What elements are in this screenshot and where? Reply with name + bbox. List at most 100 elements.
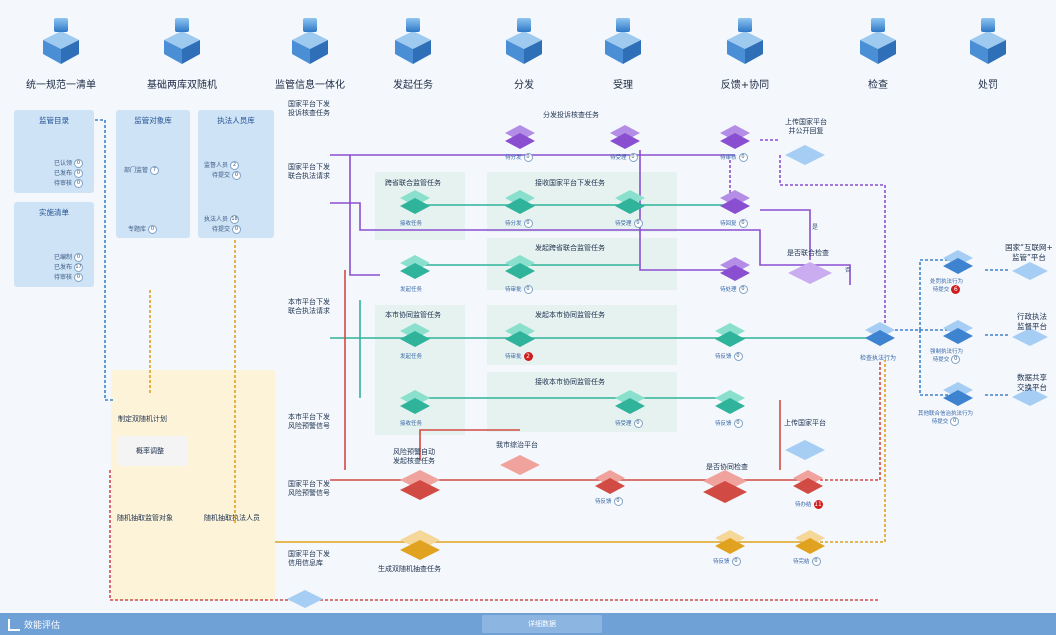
draw-staff-label: 随机抽取执法人员 [204, 514, 260, 522]
stage-icon-4 [395, 18, 431, 64]
header-upload-public: 上传国家平台 并公开回复 [785, 118, 827, 135]
source-4: 本市平台下发 风险预警信号 [288, 413, 330, 430]
source-5: 国家平台下发 风险预警信号 [288, 480, 330, 497]
stage-icon-6 [605, 18, 641, 64]
header-inspect: 检查执法行为 [860, 355, 897, 362]
header-launch-cross: 发起跨省联合监管任务 [535, 244, 605, 252]
stage-icon-1 [43, 18, 79, 64]
stage-icon-3 [292, 18, 328, 64]
yes-marker: 是 [812, 224, 819, 231]
orange-nodes [400, 530, 825, 560]
stage-icons [43, 18, 1006, 64]
source-3: 本市平台下发 联合执法请求 [288, 298, 330, 315]
header-upload-national: 上传国家平台 [784, 419, 826, 427]
header-cross-province: 跨省联合监管任务 [385, 179, 441, 187]
header-coop-check: 是否协同检查 [706, 463, 748, 471]
plan-label: 制定双随机计划 [118, 415, 167, 423]
receive-city-panel [487, 372, 677, 432]
header-risk-auto: 风险预警自动 发起核查任务 [393, 448, 435, 465]
stage-icon-7 [727, 18, 763, 64]
stage-label-3: 监管信息一体化 [275, 80, 345, 91]
source-2: 国家平台下发 联合执法请求 [288, 163, 330, 180]
source-1: 国家平台下发 投诉核查任务 [288, 100, 330, 117]
directory-title: 监管目录 [39, 116, 69, 125]
stage-label-7: 反馈+协同 [720, 80, 770, 91]
blue-nodes [287, 145, 1048, 608]
source-6: 国家平台下发 信用信息库 [288, 550, 330, 567]
header-joint-check: 是否联合检查 [787, 249, 829, 257]
objects-title: 监管对象库 [134, 116, 172, 125]
node-receive-task[interactable]: 接收任务 [400, 221, 423, 227]
header-gen-random: 生成双随机抽查任务 [378, 565, 441, 573]
header-city-platform: 我市综治平台 [496, 441, 538, 449]
teal-nodes [400, 190, 745, 414]
detail-button[interactable]: 详细数据 [482, 615, 602, 633]
header-launch-city: 发起本市协同监管任务 [535, 311, 605, 319]
stage-icon-9 [970, 18, 1006, 64]
node-receive-task2[interactable]: 接收任务 [400, 421, 423, 427]
platform-law-enforcement[interactable]: 行政执法 监督平台 [1017, 312, 1047, 331]
header-receive-national: 接收国家平台下发任务 [535, 179, 605, 187]
node-launch-task2[interactable]: 发起任务 [400, 354, 423, 360]
header-receive-city: 接收本市协同监管任务 [535, 378, 605, 386]
header-dispatch-complaint: 分发投诉核查任务 [543, 111, 599, 119]
personnel-title: 执法人员库 [217, 116, 255, 125]
node-launch-task[interactable]: 发起任务 [400, 287, 423, 293]
random-zone [111, 370, 275, 600]
stage-label-5: 分发 [514, 80, 534, 91]
stage-label-9: 处罚 [978, 80, 998, 91]
prob-box[interactable] [118, 436, 188, 466]
bottom-title: 效能评估 [24, 621, 61, 631]
chart-icon [8, 619, 20, 631]
stage-label-2: 基础两库双随机 [147, 80, 217, 91]
stage-icon-2 [164, 18, 200, 64]
platform-internet-plus[interactable]: 国家“互联网+ 监管”平台 [1005, 243, 1053, 262]
red-nodes [400, 470, 823, 503]
stage-icon-8 [860, 18, 896, 64]
flow-lines [95, 119, 1048, 608]
stage-label-6: 受理 [613, 80, 633, 91]
checklist-title: 实施清单 [39, 208, 69, 217]
stage-label-4: 发起任务 [393, 80, 433, 91]
platform-data-exchange[interactable]: 数据共享 交换平台 [1017, 373, 1047, 392]
draw-objects-label: 随机抽取监管对象 [117, 514, 173, 522]
stage-label-8: 检查 [868, 80, 888, 91]
no-marker: 否 [845, 267, 852, 274]
prob-label: 概率调整 [136, 447, 164, 455]
